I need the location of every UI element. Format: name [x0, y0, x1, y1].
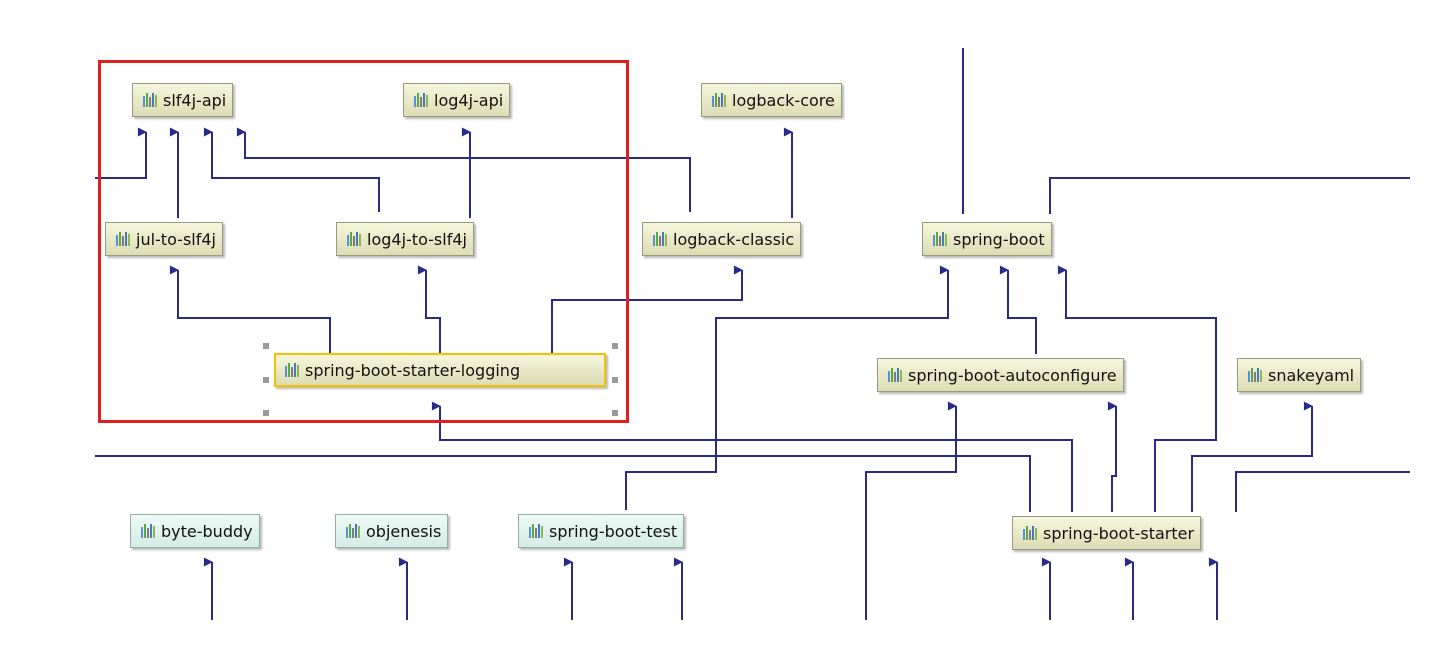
node-label: snakeyaml	[1268, 365, 1355, 385]
node-label: logback-classic	[673, 229, 795, 249]
maven-artifact-icon	[285, 363, 301, 377]
node-label: slf4j-api	[163, 90, 227, 110]
node-snakeyaml[interactable]: snakeyaml	[1237, 358, 1362, 392]
node-label: jul-to-slf4j	[136, 229, 216, 249]
node-jul-to-slf4j[interactable]: jul-to-slf4j	[105, 222, 223, 256]
maven-artifact-icon	[712, 93, 728, 107]
logging-group-frame	[98, 60, 629, 423]
selection-handle[interactable]	[263, 343, 269, 349]
edge-starter-autoconfigure	[1107, 401, 1117, 512]
maven-artifact-icon	[653, 232, 669, 246]
node-label: byte-buddy	[161, 521, 253, 541]
edge-starter-logging-log4j	[417, 265, 441, 356]
maven-artifact-icon	[888, 368, 904, 382]
node-label: log4j-to-slf4j	[367, 229, 467, 249]
node-label: spring-boot-starter	[1043, 523, 1195, 543]
node-spring-boot-starter[interactable]: spring-boot-starter	[1012, 516, 1202, 550]
node-label: logback-core	[732, 90, 835, 110]
node-slf4j-api[interactable]: slf4j-api	[132, 83, 234, 117]
selection-handle[interactable]	[612, 377, 618, 383]
edge-external-starter-left	[95, 455, 1031, 512]
selection-handle[interactable]	[263, 410, 269, 416]
node-logback-classic[interactable]: logback-classic	[642, 222, 802, 256]
edge-log4j-to-slf4j-slf4j-api	[203, 127, 380, 212]
selection-handle[interactable]	[263, 377, 269, 383]
maven-artifact-icon	[414, 93, 430, 107]
maven-artifact-icon	[143, 93, 159, 107]
edge-external-autoconfigure	[865, 401, 957, 620]
maven-artifact-icon	[1248, 368, 1264, 382]
node-spring-boot[interactable]: spring-boot	[922, 222, 1052, 256]
edge-starter-logging-logback-classic	[551, 265, 743, 356]
maven-artifact-icon	[1023, 526, 1039, 540]
node-logback-core[interactable]: logback-core	[701, 83, 842, 117]
edge-spring-boot-right	[1049, 177, 1410, 214]
maven-artifact-icon	[116, 232, 132, 246]
node-log4j-api[interactable]: log4j-api	[403, 83, 511, 117]
maven-artifact-icon	[141, 524, 157, 538]
edge-starter-spring-boot	[1057, 265, 1217, 512]
maven-artifact-icon	[933, 232, 949, 246]
selection-handle[interactable]	[612, 343, 618, 349]
edge-starter-snakeyaml	[1191, 401, 1313, 512]
edge-autoconfigure-spring-boot	[999, 265, 1037, 354]
node-objenesis[interactable]: objenesis	[335, 514, 449, 548]
maven-artifact-icon	[529, 524, 545, 538]
node-label: log4j-api	[434, 90, 504, 110]
node-byte-buddy[interactable]: byte-buddy	[130, 514, 260, 548]
selection-handle[interactable]	[612, 410, 618, 416]
edge-starter-logging-jul	[169, 265, 331, 356]
node-label: spring-boot-test	[549, 521, 678, 541]
node-label: objenesis	[366, 521, 442, 541]
node-spring-boot-test[interactable]: spring-boot-test	[518, 514, 685, 548]
node-label: spring-boot	[953, 229, 1045, 249]
edge-starter-starter-logging	[431, 401, 1073, 512]
maven-artifact-icon	[346, 524, 362, 538]
node-spring-boot-autoconfigure[interactable]: spring-boot-autoconfigure	[877, 358, 1124, 392]
node-label: spring-boot-autoconfigure	[908, 365, 1117, 385]
edge-external-slf4j-api	[95, 127, 147, 179]
node-spring-boot-starter-logging[interactable]: spring-boot-starter-logging	[274, 353, 606, 387]
edge-spring-boot-test-spring-boot	[625, 265, 949, 510]
maven-artifact-icon	[347, 232, 363, 246]
edge-starter-right	[1235, 471, 1410, 512]
edge-logback-classic-slf4j-api	[236, 127, 691, 212]
node-log4j-to-slf4j[interactable]: log4j-to-slf4j	[336, 222, 474, 256]
node-label: spring-boot-starter-logging	[305, 360, 521, 380]
